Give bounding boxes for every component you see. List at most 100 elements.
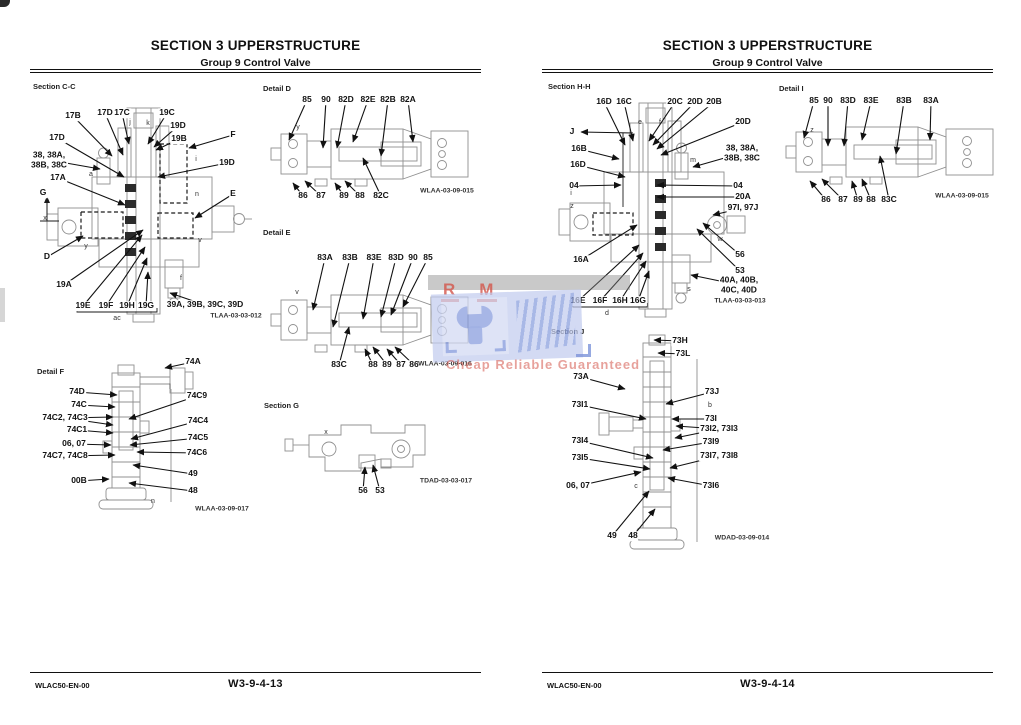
part-label: 04 [568,180,580,191]
part-label: 16F [591,295,609,306]
page-number: W3-9-4-13 [228,678,283,690]
part-label: 48 [187,485,199,496]
part-label: 20B [705,96,723,107]
part-label: 38, 38A,38B, 38C [723,142,761,163]
part-label: 19E [74,300,92,311]
part-label: 73H [671,335,689,346]
left-page-footer: WLAC50-EN-00 W3-9-4-13 [30,672,481,706]
part-label: 73I7, 73I8 [699,450,739,461]
part-label: 49 [187,468,199,479]
drawing-code-detail-f: WLAA-03-09-017 [195,505,249,513]
part-letter: d [605,310,609,318]
part-label: 89 [381,359,393,370]
group-subtitle: Group 9 Control Valve [200,57,311,69]
document-code: WLAC50-EN-00 [35,681,90,690]
part-letter: y [84,243,88,251]
drawing-code-section-g: TDAD-03-03-017 [419,477,473,485]
part-label: D [42,251,52,262]
part-label: 88 [367,359,379,370]
technical-drawing [785,100,994,201]
part-label: 74D [68,386,86,397]
part-label: 00B [70,475,88,486]
header-rule [542,69,993,74]
part-label: 19D [169,120,187,131]
part-label: 56 [357,485,369,496]
scan-artifact [0,288,5,322]
part-label: 83A [922,95,940,106]
section-title: SECTION 3 UPPERSTRUCTURE [662,38,873,53]
part-letter: m [690,157,696,165]
part-label: 85 [301,94,313,105]
part-label: 82A [399,94,417,105]
part-label: 73I5 [570,452,590,463]
part-label: 86 [297,190,309,201]
part-label: 85 [808,95,820,106]
part-letter: s [687,286,691,294]
part-label: 74C1 [65,424,89,435]
part-label: 74C4 [186,415,210,426]
part-label: 16H [611,295,629,306]
part-label: 38, 38A,38B, 38C [30,149,68,170]
part-label: 88 [354,190,366,201]
part-letter: v [295,289,299,297]
part-label: 87 [837,194,849,205]
part-label: 90 [822,95,834,106]
part-label: 97I, 97J [726,202,760,213]
part-label: 74C7, 74C8 [41,450,89,461]
part-label: 89 [338,190,350,201]
part-label: 40A, 40B,40C, 40D [718,274,760,295]
part-label: 73I4 [570,435,590,446]
part-label: 16D [569,159,587,170]
part-label: 83B [341,252,359,263]
part-label: 19C [158,107,176,118]
part-label: 74C2, 74C3 [41,412,89,423]
part-label: 06, 07 [61,438,87,449]
diagram-title-section-h-h: Section H-H [548,82,591,91]
drawing-code-detail-d: WLAA-03-09-015 [420,187,474,195]
page-number: W3-9-4-14 [740,678,795,690]
part-label: 83B [895,95,913,106]
part-letter: k [146,120,150,128]
part-label: 20D [686,96,704,107]
part-label: 16C [615,96,633,107]
part-letter: a [89,171,93,179]
part-label: 19A [55,279,73,290]
part-label: 19H [118,300,136,311]
part-label: 17C [113,107,131,118]
drawing-code-detail-i: WLAA-03-09-015 [935,192,989,200]
part-label: 73I2, 73I3 [699,423,739,434]
part-label: F [229,129,237,140]
part-label: 87 [395,359,407,370]
part-label: 74C9 [185,390,209,401]
part-letter: n [151,498,155,506]
part-letter: n [195,191,199,199]
part-label: 74C6 [185,447,209,458]
part-label: 20A [734,191,752,202]
part-label: 74A [184,356,202,367]
part-label: 06, 07 [565,480,591,491]
part-letter: i [570,190,572,198]
part-label: 83C [880,194,898,205]
technical-drawing [558,101,746,318]
part-label: 74C5 [186,432,210,443]
part-letter: e [638,119,642,127]
document-code: WLAC50-EN-00 [547,681,602,690]
drawing-code-section-h-h: TLAA-03-03-013 [714,297,766,305]
diagram-title-detail-i: Detail I [779,84,804,93]
part-label: 16E [569,295,587,306]
technical-drawing [64,361,199,510]
part-label: 19D [218,157,236,168]
part-letter: c [634,483,638,491]
footer-rule [542,672,993,673]
right-page-footer: WLAC50-EN-00 W3-9-4-14 [542,672,993,706]
group-subtitle: Group 9 Control Valve [712,57,823,69]
part-label: 20C [666,96,684,107]
part-label: 16G [628,295,648,306]
part-label: 19G [136,300,156,311]
part-label: 20D [734,116,752,127]
